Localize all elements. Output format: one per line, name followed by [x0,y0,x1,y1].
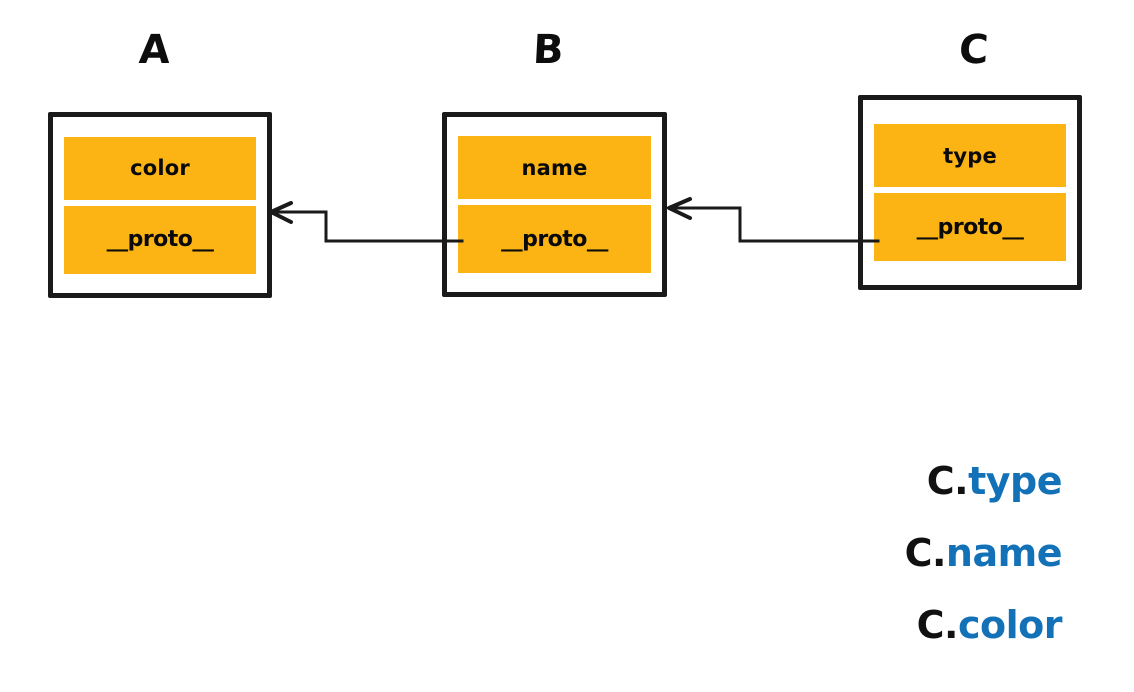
object-title-c: C [957,27,990,73]
expression-c-type: C.type [926,459,1063,503]
expression-object-0: C. [926,459,969,503]
property-label-type: type [943,143,997,168]
proto-link-c-to-b [667,197,880,243]
property-row-name: name [458,136,651,199]
property-label-proto-b: __proto__ [501,226,608,252]
property-row-type: type [874,124,1066,187]
object-box-b: name __proto__ [442,112,667,297]
expression-c-color: C.color [916,603,1063,647]
property-row-proto-b: __proto__ [458,205,651,273]
expression-object-2: C. [916,603,959,647]
object-title-b: B [531,27,565,73]
property-row-proto-c: __proto__ [874,193,1066,261]
expression-list: C.type C.name C.color [904,459,1063,647]
property-label-name: name [521,155,588,180]
property-label-color: color [130,156,190,180]
property-label-proto-a: __proto__ [106,227,214,252]
object-box-a: color __proto__ [48,112,272,298]
property-row-color: color [64,136,256,200]
property-row-proto-a: __proto__ [64,205,256,274]
proto-link-b-to-a [269,201,464,243]
property-label-proto-c: __proto__ [916,214,1024,240]
object-box-c: type __proto__ [858,95,1082,290]
expression-property-2: color [957,603,1063,647]
expression-property-1: name [945,531,1063,575]
object-title-a: A [137,27,172,73]
expression-property-0: type [968,459,1062,503]
expression-object-1: C. [904,531,947,575]
expression-c-name: C.name [904,531,1063,575]
